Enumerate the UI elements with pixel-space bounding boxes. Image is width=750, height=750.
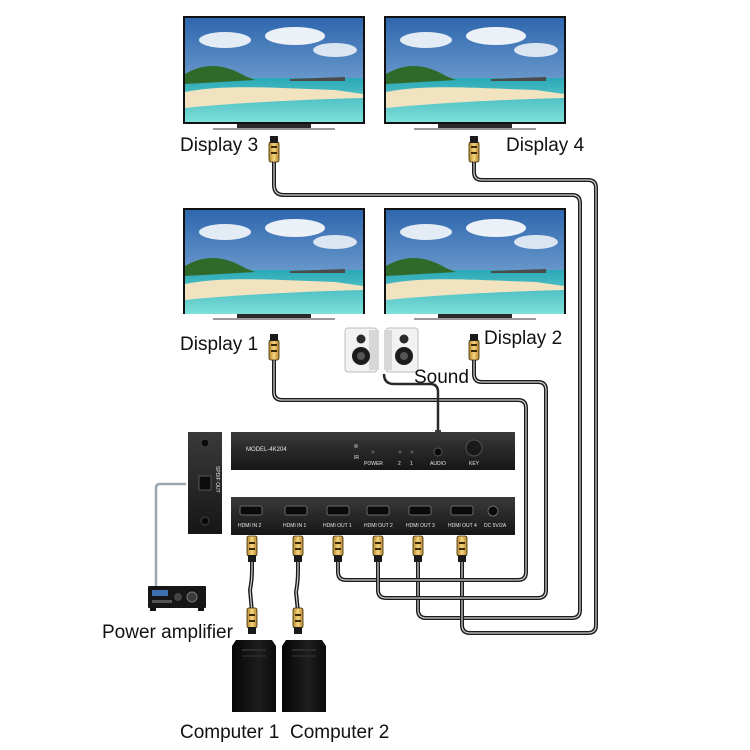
speakers-icon <box>344 327 419 373</box>
spdif-out-label: SPDIF OUT <box>214 466 220 493</box>
display-3 <box>183 16 365 130</box>
hdmi-connector-in-2 <box>246 535 258 563</box>
hdmi-connector-in-1 <box>292 535 304 563</box>
svg-text:HDMI IN 2: HDMI IN 2 <box>238 523 262 529</box>
computer-1-label: Computer 1 <box>180 722 279 743</box>
computer-2-icon <box>282 640 326 712</box>
svg-text:HDMI OUT 4: HDMI OUT 4 <box>448 523 477 529</box>
svg-text:HDMI OUT 3: HDMI OUT 3 <box>406 523 435 529</box>
hdmi-connector-out-4 <box>456 535 468 563</box>
sound-label: Sound <box>414 367 469 388</box>
led-1-label: 1 <box>410 461 413 467</box>
hdmi-out-3-port: HDMI OUT 3 <box>406 505 435 529</box>
hdmi-connector-display-4 <box>468 135 480 163</box>
hdmi-connector-display-2 <box>468 333 480 361</box>
hdmi-out-2-port: HDMI OUT 2 <box>364 505 393 529</box>
display-4-label: Display 4 <box>506 135 585 156</box>
display-1-label: Display 1 <box>180 334 258 355</box>
device-front-panel: MODEL-4K204 IR POWER 2 1 AUDIO KEY <box>231 432 515 470</box>
dc-power-port: DC 5V/2A <box>484 505 507 529</box>
device-rear-panel: HDMI IN 2 HDMI IN 1 HDMI OUT 1 HDMI OUT … <box>231 497 515 535</box>
hdmi-connector-computer-1 <box>246 607 258 635</box>
model-label: MODEL-4K204 <box>246 447 287 453</box>
computer-1-icon <box>232 640 276 712</box>
audio-port <box>433 447 443 457</box>
hdmi-connector-out-3 <box>412 535 424 563</box>
hdmi-connector-display-1 <box>268 333 280 361</box>
ir-label: IR <box>354 455 359 461</box>
display-1 <box>183 208 365 320</box>
audio-label: AUDIO <box>430 461 446 467</box>
display-4 <box>384 16 566 130</box>
cable-spdif <box>154 482 186 590</box>
svg-text:DC 5V/2A: DC 5V/2A <box>484 523 507 529</box>
svg-text:HDMI OUT 1: HDMI OUT 1 <box>323 523 352 529</box>
hdmi-in-2-port: HDMI IN 2 <box>238 505 263 529</box>
hdmi-out-4-port: HDMI OUT 4 <box>448 505 477 529</box>
spdif-side-panel: SPDIF OUT <box>188 432 222 534</box>
power-amplifier-label: Power amplifier <box>102 622 234 643</box>
display-2-label: Display 2 <box>484 328 562 349</box>
hdmi-connector-display-3 <box>268 135 280 163</box>
cables <box>154 158 598 635</box>
led-2-label: 2 <box>398 461 401 467</box>
hdmi-connector-out-1 <box>332 535 344 563</box>
display-3-label: Display 3 <box>180 135 258 156</box>
power-label: POWER <box>364 461 383 467</box>
cable-audio <box>382 373 440 440</box>
hdmi-connector-out-2 <box>372 535 384 563</box>
hdmi-out-1-port: HDMI OUT 1 <box>323 505 352 529</box>
display-2 <box>384 208 566 320</box>
computer-2-label: Computer 2 <box>290 722 389 743</box>
key-label: KEY <box>469 461 480 467</box>
hdmi-connector-computer-2 <box>292 607 304 635</box>
svg-text:HDMI IN 1: HDMI IN 1 <box>283 523 307 529</box>
svg-text:HDMI OUT 2: HDMI OUT 2 <box>364 523 393 529</box>
key-button[interactable] <box>465 439 483 457</box>
hdmi-in-1-port: HDMI IN 1 <box>283 505 308 529</box>
power-amplifier-icon <box>148 586 206 611</box>
